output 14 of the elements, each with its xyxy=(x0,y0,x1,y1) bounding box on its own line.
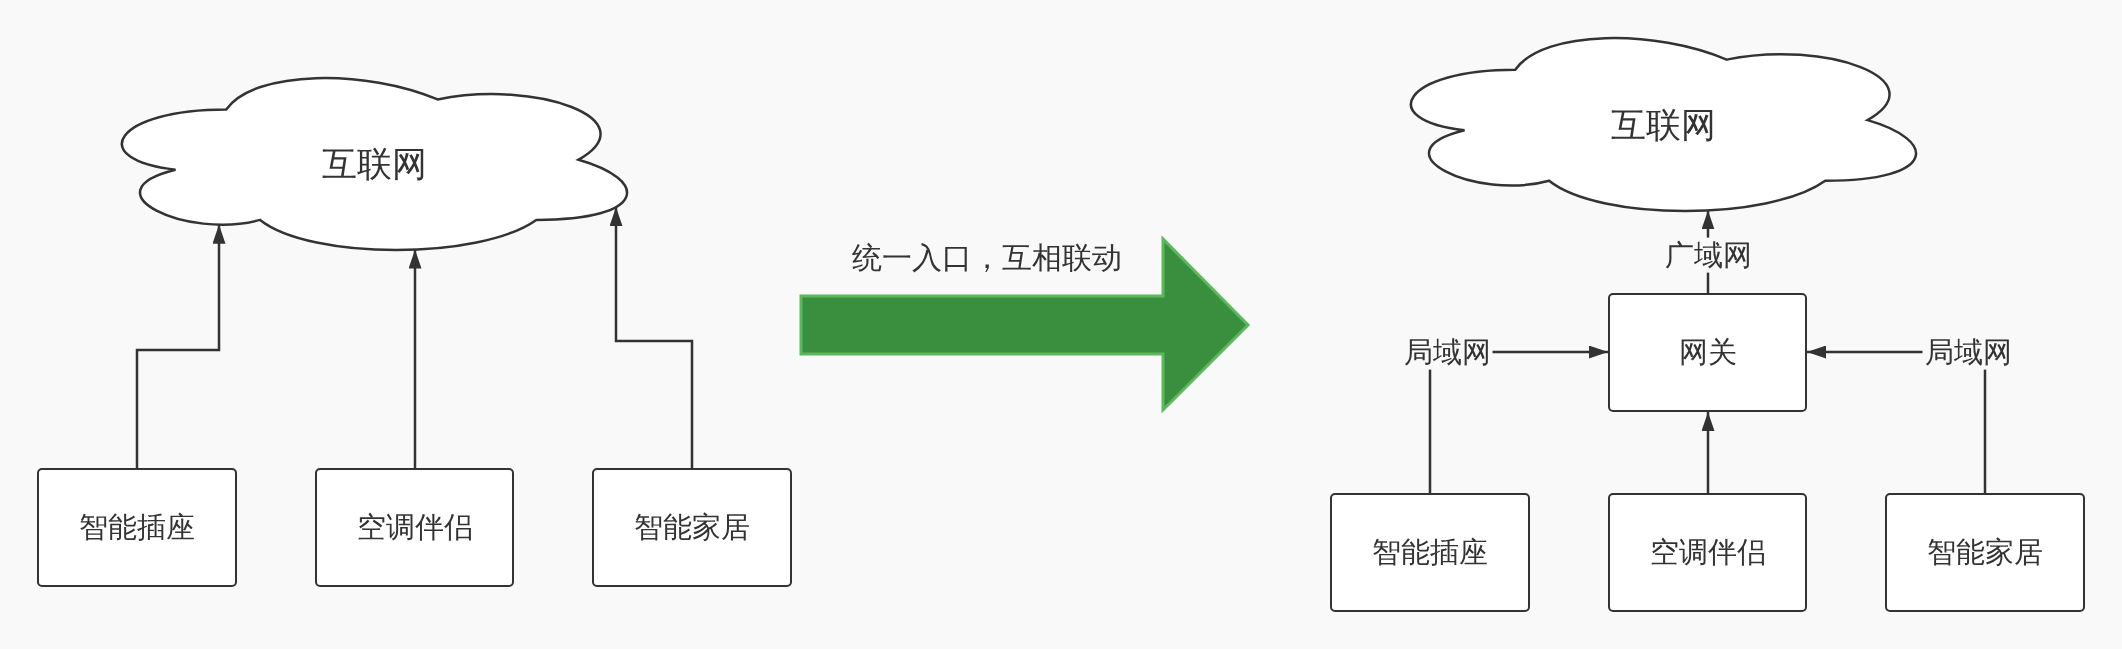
device-box: 智能家居 xyxy=(592,468,792,587)
device-box: 智能插座 xyxy=(37,468,237,587)
device-box: 空调伴侣 xyxy=(1608,493,1807,612)
arrow xyxy=(408,249,422,468)
arrow-label: 统一入口，互相联动 xyxy=(852,240,1122,276)
arrow xyxy=(135,224,226,468)
device-box: 智能家居 xyxy=(1885,493,2085,612)
cloud: 互联网 xyxy=(122,78,627,250)
arrow xyxy=(609,207,694,468)
arrow xyxy=(1701,412,1715,493)
device-box: 空调伴侣 xyxy=(315,468,514,587)
device-box: 智能插座 xyxy=(1330,493,1530,612)
cloud: 互联网 xyxy=(1411,38,1916,211)
device-box: 网关 xyxy=(1608,293,1807,412)
